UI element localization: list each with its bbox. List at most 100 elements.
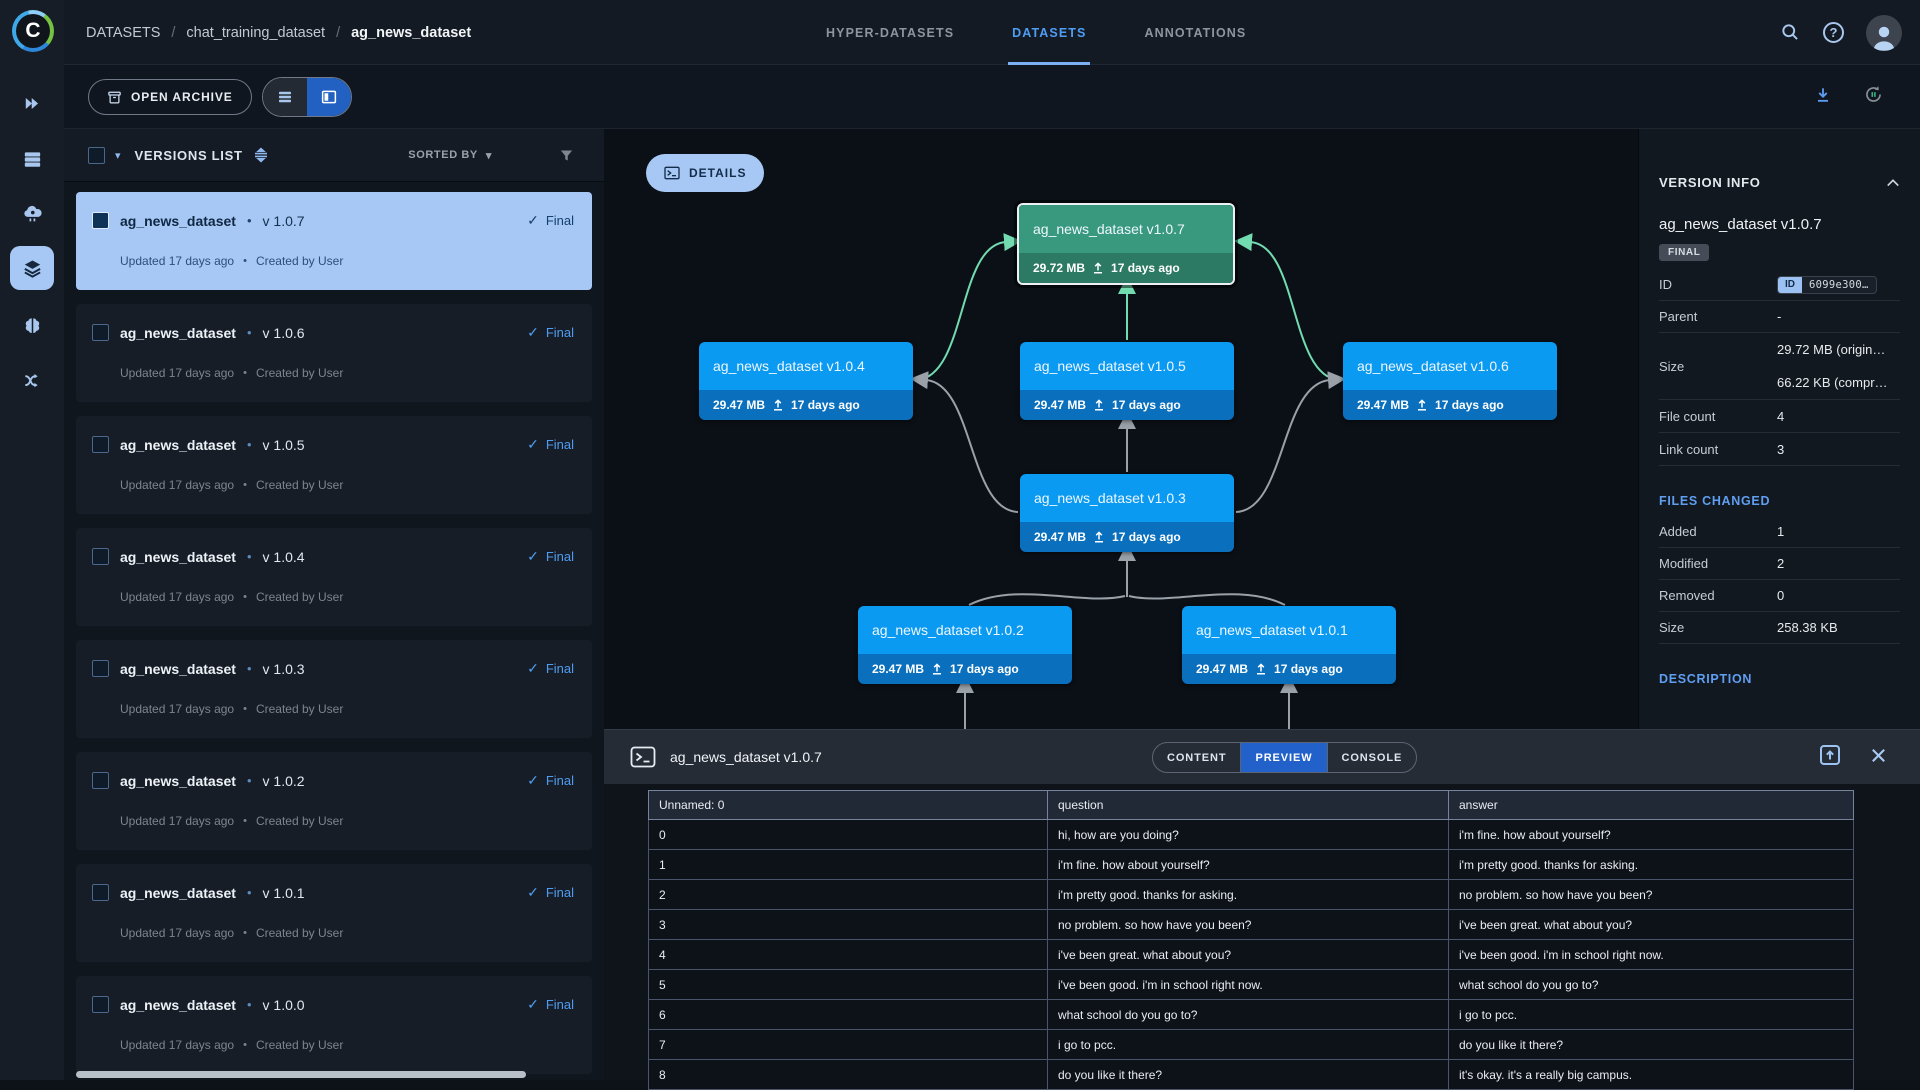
- version-checkbox[interactable]: [92, 212, 109, 229]
- final-status: Final: [527, 436, 574, 453]
- tab-console[interactable]: CONSOLE: [1341, 751, 1403, 764]
- graph-node-v1-0-3[interactable]: ag_news_dataset v1.0.3 29.47 MB 17 days …: [1020, 474, 1234, 552]
- version-checkbox[interactable]: [92, 324, 109, 341]
- version-row-meta: Updated 17 days ago Created by User: [120, 254, 343, 268]
- version-checkbox[interactable]: [92, 436, 109, 453]
- table-row[interactable]: 7 i go to pcc. do you like it there?: [648, 1029, 1854, 1060]
- top-bar: DATASETS chat_training_dataset ag_news_d…: [64, 0, 1920, 65]
- version-checkbox[interactable]: [92, 884, 109, 901]
- tab-datasets[interactable]: DATASETS: [1008, 0, 1091, 65]
- preview-title: ag_news_dataset v1.0.7: [670, 749, 822, 765]
- version-checkbox[interactable]: [92, 996, 109, 1013]
- cell-index: 0: [648, 819, 1048, 850]
- version-card[interactable]: ag_news_dataset v 1.0.1 Final Updated 17…: [76, 864, 592, 962]
- auto-refresh-button[interactable]: [1863, 84, 1884, 110]
- table-row[interactable]: 3 no problem. so how have you been? i've…: [648, 909, 1854, 940]
- graph-node-v1-0-6[interactable]: ag_news_dataset v1.0.6 29.47 MB 17 days …: [1343, 342, 1557, 420]
- removed-value: 0: [1777, 588, 1785, 603]
- table-row[interactable]: 5 i've been good. i'm in school right no…: [648, 969, 1854, 1000]
- chevron-down-icon[interactable]: [115, 149, 121, 162]
- avatar[interactable]: [1866, 14, 1902, 51]
- sidebar-item-models[interactable]: [8, 303, 56, 347]
- version-checkbox[interactable]: [92, 548, 109, 565]
- tab-hyper-datasets[interactable]: HYPER-DATASETS: [826, 25, 955, 40]
- close-button[interactable]: [1869, 746, 1888, 770]
- version-number: v 1.0.4: [262, 548, 305, 565]
- dot-separator: [247, 437, 252, 452]
- tab-annotations[interactable]: ANNOTATIONS: [1144, 25, 1247, 40]
- expand-button[interactable]: [1819, 744, 1841, 771]
- version-card[interactable]: ag_news_dataset v 1.0.5 Final Updated 17…: [76, 416, 592, 514]
- open-archive-label: OPEN ARCHIVE: [131, 90, 233, 104]
- dot-separator: [247, 885, 252, 900]
- table-row[interactable]: 4 i've been great. what about you? i've …: [648, 939, 1854, 970]
- node-size: 29.47 MB: [713, 398, 766, 412]
- graph-node-v1-0-2[interactable]: ag_news_dataset v1.0.2 29.47 MB 17 days …: [858, 606, 1072, 684]
- search-icon: [1782, 24, 1798, 40]
- column-header-index[interactable]: Unnamed: 0: [648, 790, 1048, 820]
- sidebar-item-projects[interactable]: [8, 81, 56, 125]
- version-card[interactable]: ag_news_dataset v 1.0.4 Final Updated 17…: [76, 528, 592, 626]
- breadcrumb-dataset[interactable]: ag_news_dataset: [351, 24, 472, 41]
- terminal-icon: [664, 166, 680, 180]
- filter-icon[interactable]: [559, 148, 574, 163]
- column-header-answer[interactable]: answer: [1448, 790, 1854, 820]
- sidebar-item-cloud[interactable]: [8, 191, 56, 235]
- chevron-up-icon[interactable]: [1886, 178, 1900, 187]
- clearml-logo[interactable]: C: [12, 10, 54, 52]
- version-row-main: ag_news_dataset v 1.0.0 Final: [92, 996, 574, 1013]
- column-header-question[interactable]: question: [1047, 790, 1449, 820]
- split-view-button[interactable]: [307, 78, 351, 116]
- sidebar-item-workers[interactable]: [8, 137, 56, 181]
- terminal-icon: [630, 745, 656, 769]
- chevron-down-icon: [486, 149, 492, 162]
- details-button[interactable]: DETAILS: [646, 154, 765, 192]
- select-all-checkbox[interactable]: [88, 146, 105, 164]
- info-row-added: Added 1: [1659, 516, 1900, 548]
- node-title: ag_news_dataset v1.0.1: [1182, 606, 1396, 654]
- sorted-by-dropdown[interactable]: SORTED BY: [408, 149, 492, 162]
- dot-separator: [243, 927, 247, 939]
- download-button[interactable]: [1813, 85, 1833, 110]
- help-button[interactable]: [1823, 22, 1844, 43]
- final-badge: FINAL: [1659, 244, 1710, 261]
- graph-node-v1-0-4[interactable]: ag_news_dataset v1.0.4 29.47 MB 17 days …: [699, 342, 913, 420]
- version-card[interactable]: ag_news_dataset v 1.0.7 Final Updated 17…: [76, 192, 592, 290]
- sidebar-item-datasets[interactable]: [10, 246, 54, 290]
- open-archive-button[interactable]: OPEN ARCHIVE: [88, 79, 252, 115]
- dot-separator: [243, 815, 247, 827]
- node-size: 29.47 MB: [1357, 398, 1410, 412]
- preview-actions: [1819, 730, 1888, 785]
- version-checkbox[interactable]: [92, 660, 109, 677]
- table-row[interactable]: 8 do you like it there? it's okay. it's …: [648, 1059, 1854, 1090]
- table-view-button[interactable]: [263, 78, 307, 116]
- tab-preview[interactable]: PREVIEW: [1241, 743, 1328, 772]
- breadcrumb-project[interactable]: chat_training_dataset: [186, 25, 351, 41]
- refresh-icon: [1866, 86, 1881, 102]
- info-row-removed: Removed 0: [1659, 580, 1900, 612]
- id-chip[interactable]: ID 6099e300…: [1777, 275, 1877, 294]
- updated-text: Updated 17 days ago: [120, 590, 235, 604]
- graph-node-v1-0-1[interactable]: ag_news_dataset v1.0.1 29.47 MB 17 days …: [1182, 606, 1396, 684]
- version-checkbox[interactable]: [92, 772, 109, 789]
- info-row-link-count: Link count 3: [1659, 433, 1900, 466]
- tab-content[interactable]: CONTENT: [1153, 743, 1242, 772]
- version-card[interactable]: ag_news_dataset v 1.0.2 Final Updated 17…: [76, 752, 592, 850]
- search-button[interactable]: [1780, 22, 1801, 43]
- table-row[interactable]: 2 i'm pretty good. thanks for asking. no…: [648, 879, 1854, 910]
- preview-header: ag_news_dataset v1.0.7 CONTENT PREVIEW C…: [604, 729, 1920, 784]
- sidebar-item-pipelines[interactable]: [8, 358, 56, 402]
- expand-collapse-icon[interactable]: [253, 147, 269, 163]
- version-card[interactable]: ag_news_dataset v 1.0.0 Final Updated 17…: [76, 976, 592, 1074]
- table-row[interactable]: 1 i'm fine. how about yourself? i'm pret…: [648, 849, 1854, 880]
- graph-node-v1-0-5[interactable]: ag_news_dataset v1.0.5 29.47 MB 17 days …: [1020, 342, 1234, 420]
- breadcrumb-datasets[interactable]: DATASETS: [86, 25, 186, 41]
- graph-node-v1-0-7[interactable]: ag_news_dataset v1.0.7 29.72 MB 17 days …: [1017, 203, 1235, 285]
- table-row[interactable]: 0 hi, how are you doing? i'm fine. how a…: [648, 819, 1854, 850]
- version-card[interactable]: ag_news_dataset v 1.0.6 Final Updated 17…: [76, 304, 592, 402]
- updated-text: Updated 17 days ago: [120, 254, 235, 268]
- version-card[interactable]: ag_news_dataset v 1.0.3 Final Updated 17…: [76, 640, 592, 738]
- horizontal-scrollbar[interactable]: [76, 1071, 526, 1078]
- table-row[interactable]: 6 what school do you go to? i go to pcc.: [648, 999, 1854, 1030]
- updated-text: Updated 17 days ago: [120, 814, 235, 828]
